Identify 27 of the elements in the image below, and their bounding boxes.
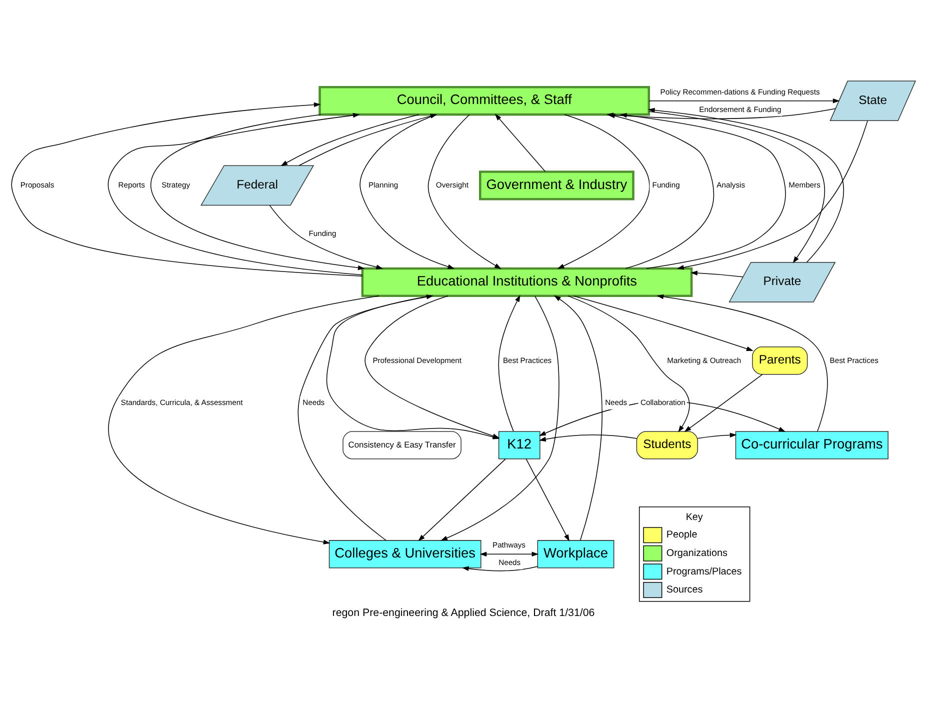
edge-label: Reports: [118, 180, 145, 190]
edge-label: Needs: [302, 398, 325, 407]
edge-label: Marketing & Outreach: [667, 355, 742, 364]
edge-label: Best Practices: [830, 355, 878, 364]
edge-label: Oversight: [436, 180, 469, 190]
legend-label: Organizations: [666, 547, 728, 558]
label: Key: [686, 512, 703, 523]
edge-label: Funding: [308, 228, 336, 238]
edge-label: Strategy: [162, 180, 190, 190]
edge-label: Standards, Curricula, & Assessment: [120, 398, 243, 407]
edge-label: Pathways: [492, 540, 526, 550]
edge-label: Members: [788, 180, 820, 190]
edge-label: Planning: [368, 180, 398, 190]
legend-label: Sources: [666, 584, 703, 596]
edge-label: Professional Development: [372, 355, 462, 364]
edge-label: Analysis: [716, 180, 746, 190]
legend-label: Programs/Places: [666, 566, 742, 577]
edge-label: Proposals: [20, 180, 54, 190]
edge-label: Needs: [605, 398, 628, 407]
edge-label: Needs: [498, 558, 521, 567]
edge-label: Endorsement & Funding: [699, 104, 782, 114]
legend-label: People: [666, 529, 698, 540]
edge-label: Policy Recommen-dations & Funding Requests: [660, 86, 820, 96]
edge-label: Collaboration: [640, 398, 686, 407]
edge-label: Funding: [652, 180, 680, 190]
caption: regon Pre-engineering & Applied Science, Draft 1/31/06: [332, 606, 595, 619]
edge-label: Best Practices: [502, 355, 552, 364]
